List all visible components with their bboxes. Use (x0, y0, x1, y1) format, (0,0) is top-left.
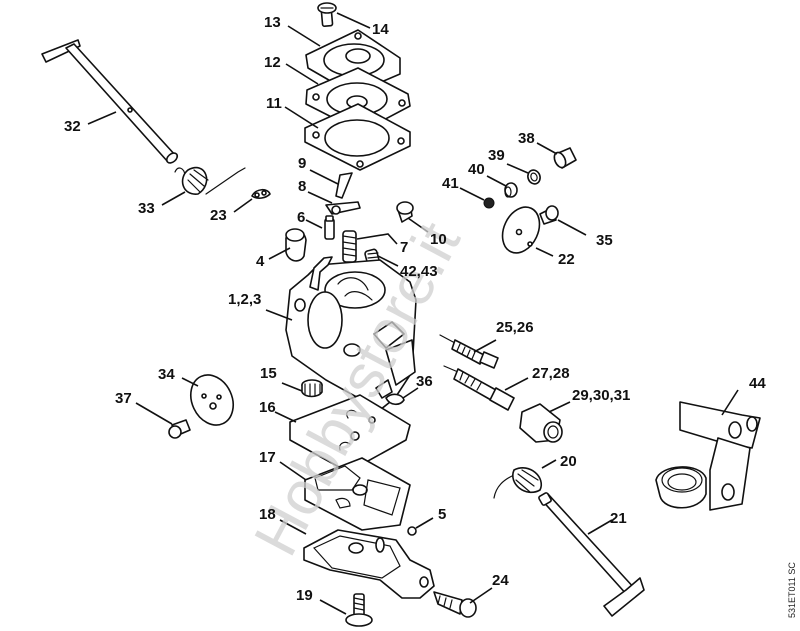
part-1-2-3-carburetor-body (285, 256, 417, 411)
callout-25-26: 25,26 (496, 319, 534, 336)
callout-41: 41 (442, 175, 459, 192)
part-6-inlet-needle (324, 215, 335, 240)
part-25-26-adjusting-screw (439, 334, 499, 369)
callout-8: 8 (298, 178, 306, 195)
part-15-strainer (301, 379, 323, 398)
callout-15: 15 (260, 365, 277, 382)
callout-33: 33 (138, 200, 155, 217)
callout-34: 34 (158, 366, 175, 383)
part-19-screw (345, 593, 373, 627)
part-16-diaphragm (289, 394, 411, 473)
part-39-o-ring (527, 169, 541, 185)
callout-44: 44 (749, 375, 766, 392)
part-38-fitting (553, 147, 577, 169)
callout-16: 16 (259, 399, 276, 416)
callout-4: 4 (256, 253, 265, 270)
part-37-screw (168, 419, 191, 439)
part-36-clip (385, 393, 405, 406)
part-22-plate (501, 206, 541, 254)
callout-9: 9 (298, 155, 306, 172)
part-24-screw (433, 591, 477, 618)
callout-17: 17 (259, 449, 276, 466)
part-23-clip (251, 188, 271, 199)
callout-35: 35 (596, 232, 613, 249)
callout-21: 21 (610, 510, 627, 527)
part-40-bushing (504, 182, 518, 198)
callout-5: 5 (438, 506, 446, 523)
callout-labels: 13 14 12 11 32 33 23 9 8 6 4 7 10 42,43 … (64, 14, 766, 604)
callout-6: 6 (297, 209, 305, 226)
part-5-ball (407, 526, 417, 536)
callout-1-2-3: 1,2,3 (228, 291, 261, 308)
leader-lines (87, 12, 739, 615)
part-4-plug (285, 228, 307, 262)
callout-18: 18 (259, 506, 276, 523)
callout-27-28: 27,28 (532, 365, 570, 382)
callout-42-43: 42,43 (400, 263, 438, 280)
callout-32: 32 (64, 118, 81, 135)
part-7-spring (342, 230, 357, 263)
part-34-plate (190, 374, 234, 426)
callout-24: 24 (492, 572, 509, 589)
callout-7: 7 (400, 239, 408, 256)
part-44-bracket (656, 402, 761, 511)
part-27-28-adjusting-screw (443, 365, 515, 411)
part-8-inlet-lever (325, 201, 361, 215)
drawing-code: 531ET011 SC (787, 562, 797, 618)
callout-22: 22 (558, 251, 575, 268)
callout-14: 14 (372, 21, 389, 38)
callout-36: 36 (416, 373, 433, 390)
callout-39: 39 (488, 147, 505, 164)
part-33-spring (174, 167, 246, 195)
callout-40: 40 (468, 161, 485, 178)
callout-29-30-31: 29,30,31 (572, 387, 630, 404)
part-29-30-31-limiter-cap (519, 403, 563, 443)
part-32-throttle-shaft (41, 39, 179, 164)
callout-20: 20 (560, 453, 577, 470)
part-18-metering-cover (303, 529, 435, 599)
part-17-gasket (304, 457, 411, 531)
part-20-spring (493, 467, 543, 499)
callout-12: 12 (264, 54, 281, 71)
part-41-washer (483, 197, 495, 209)
callout-10: 10 (430, 231, 447, 248)
callout-11: 11 (266, 95, 282, 112)
part-9-pin (335, 172, 353, 199)
part-21-choke-shaft (538, 492, 645, 617)
callout-23: 23 (210, 207, 227, 224)
part-35-screw (539, 205, 559, 225)
callout-38: 38 (518, 130, 535, 147)
callout-37: 37 (115, 390, 132, 407)
callout-19: 19 (296, 587, 313, 604)
part-14-screw (317, 2, 337, 28)
part-11-gasket (304, 103, 411, 171)
callout-13: 13 (264, 14, 281, 31)
